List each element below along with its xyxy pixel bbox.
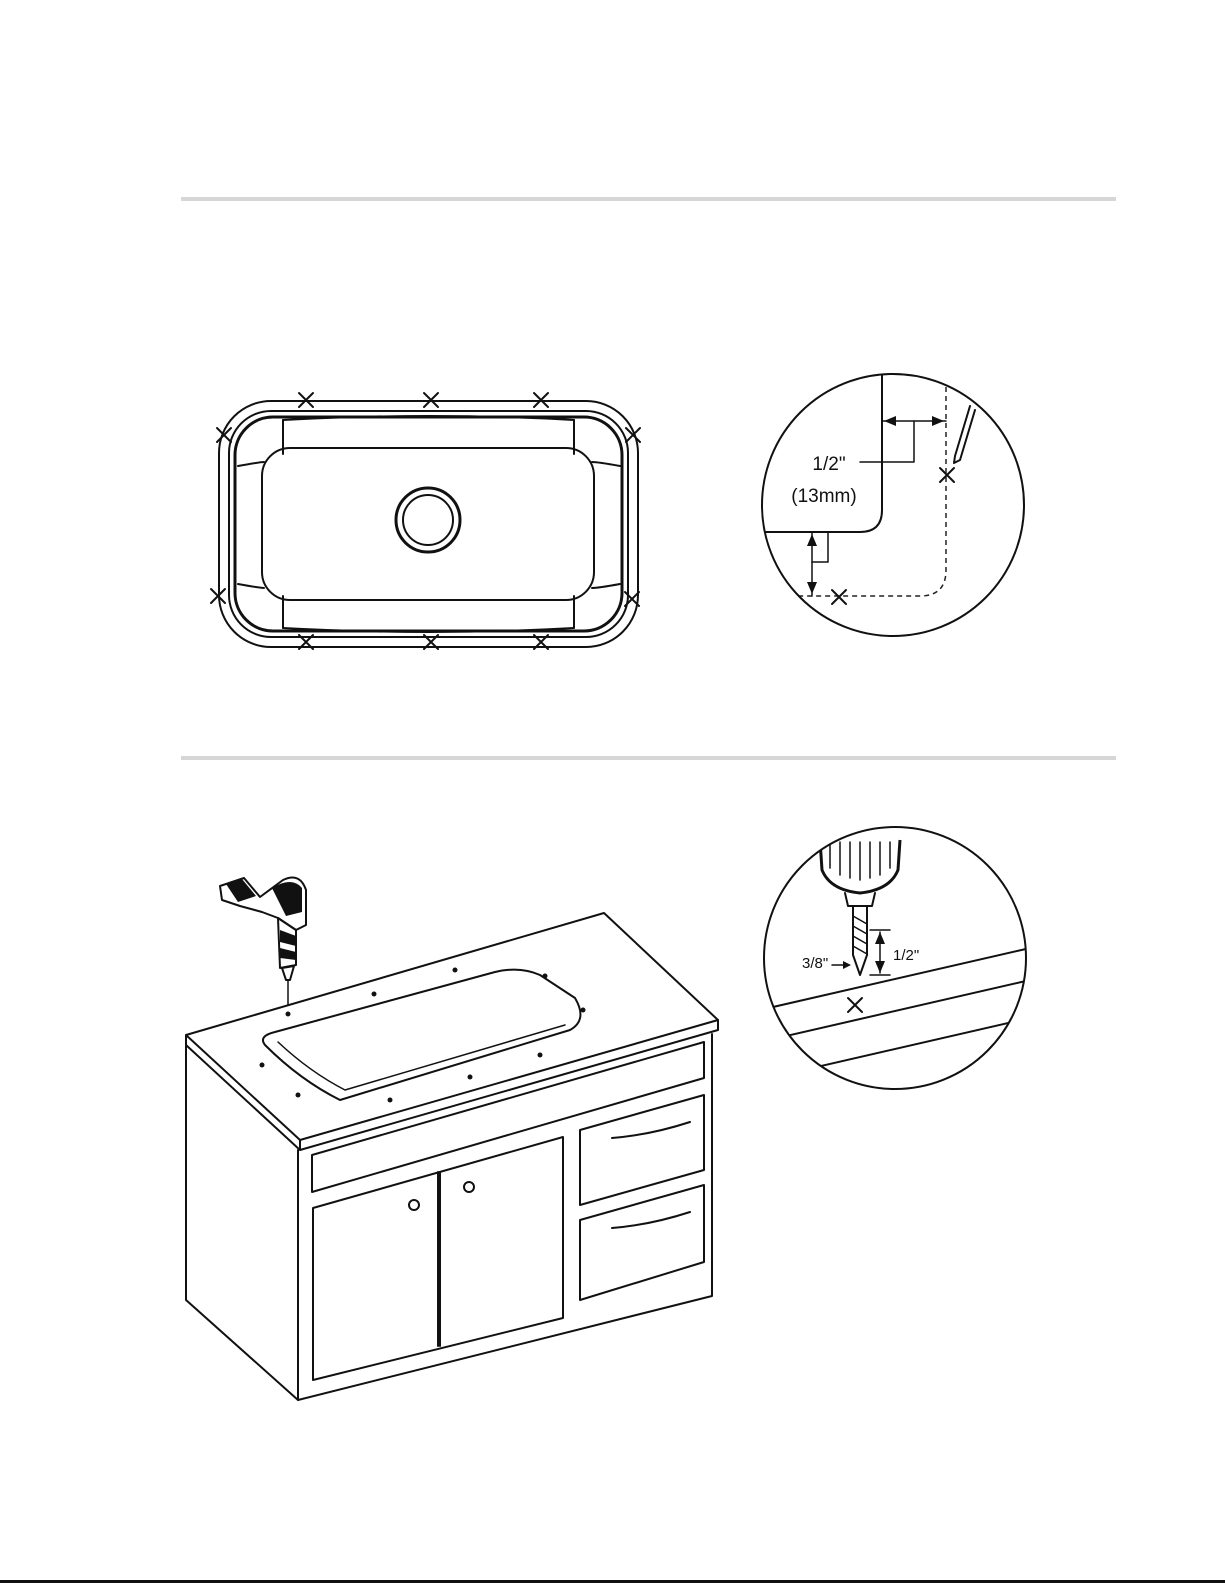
dimension-label-mm: (13mm) xyxy=(791,486,856,507)
cabinet-front-outline xyxy=(298,1034,712,1400)
pencil-icon xyxy=(954,406,975,463)
dimension-leader xyxy=(860,421,914,462)
pilot-hole-icon xyxy=(296,1093,301,1098)
dimension-label-inch: 1/2" xyxy=(812,454,845,475)
drain-outer-icon xyxy=(396,488,460,552)
x-mark-icon xyxy=(940,468,954,482)
sink-basin-floor xyxy=(262,448,594,600)
detail-drill-circle: 3/8" 1/2" xyxy=(760,827,1030,1089)
dimension-leader xyxy=(812,532,828,562)
detail-offset-circle: 1/2" (13mm) xyxy=(740,360,1024,636)
countertop-edge-left xyxy=(186,1035,300,1150)
sink-rim xyxy=(229,411,628,637)
drill-chuck-ridges xyxy=(830,842,890,880)
cutout-marks xyxy=(211,393,640,649)
drill-bit-flutes xyxy=(853,916,867,954)
door-knob-icon xyxy=(464,1182,474,1192)
drill-icon xyxy=(220,878,306,1005)
sink-rim-edge xyxy=(235,417,622,631)
drawer-handle-icon xyxy=(612,1122,690,1138)
pilot-hole-icon xyxy=(286,1012,291,1017)
drawer-lower xyxy=(580,1185,704,1300)
bit-diameter-label: 3/8" xyxy=(802,955,828,972)
pilot-hole-icon xyxy=(538,1053,543,1058)
cutout-line-dashed xyxy=(740,360,946,596)
pilot-hole-icon xyxy=(372,992,377,997)
x-mark-icon xyxy=(848,998,862,1012)
pilot-hole-icon xyxy=(453,968,458,973)
x-mark-icon xyxy=(832,590,846,604)
pilot-hole-icon xyxy=(468,1075,473,1080)
drawer-upper xyxy=(580,1095,704,1205)
pilot-hole-icon xyxy=(388,1098,393,1103)
door-knob-icon xyxy=(409,1200,419,1210)
cabinet-top-rail xyxy=(312,1042,704,1192)
drill-depth-label: 1/2" xyxy=(893,947,919,964)
sink-outer-flange xyxy=(219,401,638,647)
drill-chuck-tip xyxy=(845,893,875,906)
vanity-cabinet xyxy=(186,913,718,1400)
pilot-hole-icon xyxy=(260,1063,265,1068)
pilot-hole-icon xyxy=(543,974,548,979)
counter-edge-line xyxy=(760,980,1030,1042)
sink-top-view xyxy=(219,401,638,647)
sink-wall-short-sides xyxy=(238,462,620,588)
drain-inner-icon xyxy=(403,495,453,545)
sink-cutout-inner xyxy=(278,1025,565,1090)
pilot-hole-icon xyxy=(581,1008,586,1013)
drawer-handle-icon xyxy=(612,1212,690,1228)
cabinet-side xyxy=(186,1045,298,1400)
arrowhead-icon xyxy=(843,961,851,969)
sink-wall-corners xyxy=(283,420,574,628)
